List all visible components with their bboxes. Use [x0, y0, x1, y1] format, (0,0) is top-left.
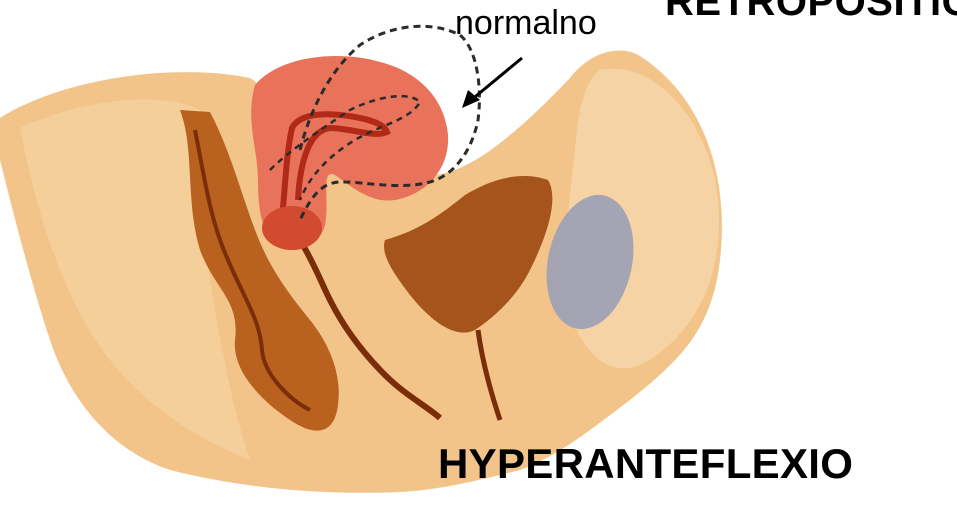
label-retropositio: RETROPOSITIO [665, 0, 957, 25]
label-hyperanteflexio: HYPERANTEFLEXIO [438, 440, 853, 488]
arrow-pointer-icon [462, 58, 522, 108]
label-normal: normalno [455, 4, 597, 43]
cervix [262, 206, 322, 250]
